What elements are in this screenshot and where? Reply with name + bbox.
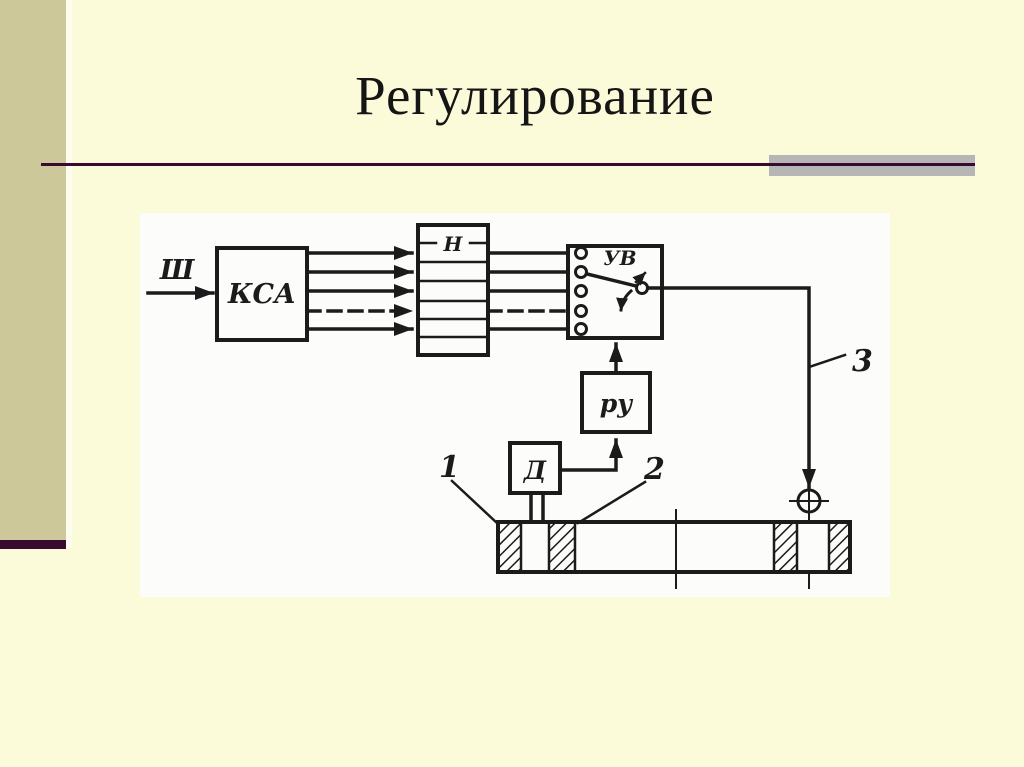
- callout-3: 3: [807, 344, 873, 379]
- callout-1-label: 1: [439, 450, 460, 485]
- n-to-uv-channels: [486, 251, 576, 331]
- hatched-section-1: [496, 520, 523, 574]
- callout-2-leader: [576, 480, 647, 525]
- ksa-to-n-channels: [305, 246, 414, 336]
- callout-1-leader: [450, 479, 499, 525]
- n-box: [416, 223, 490, 357]
- ksa-label: КСА: [227, 279, 296, 310]
- slide-title: Регулирование: [355, 65, 715, 126]
- uv-output-line: [646, 286, 816, 489]
- d-label: Д: [523, 456, 547, 485]
- rotation-arrow-icon: [616, 288, 634, 312]
- hatched-section-4: [827, 520, 852, 574]
- selector-wiper-contact: [635, 281, 649, 295]
- selector-arm-arrow-icon: [632, 271, 647, 286]
- ru-label: ру: [600, 389, 633, 418]
- d-to-ru-arrow: [558, 438, 623, 472]
- d-box: [508, 441, 562, 495]
- n-label: Н: [443, 232, 464, 256]
- uv-label: УВ: [603, 246, 636, 270]
- feedback-line: [646, 286, 816, 489]
- workpiece: [496, 509, 852, 589]
- ksa-box: [215, 246, 309, 342]
- uv-block: УВ: [566, 244, 664, 340]
- callout-2: 2: [576, 452, 665, 525]
- title-rule: [41, 163, 975, 166]
- callout-3-label: 3: [852, 344, 873, 379]
- left-accent-bar-footer: [0, 540, 66, 549]
- ru-box: [580, 371, 652, 434]
- input-signal-label: Ш: [159, 255, 196, 286]
- hatched-section-2: [547, 520, 577, 574]
- selector-contacts: [574, 246, 649, 336]
- input-signal: Ш: [146, 255, 215, 300]
- hatched-section-3: [772, 520, 799, 574]
- ksa-block: КСА: [215, 246, 309, 342]
- n-block: Н: [416, 223, 490, 357]
- selector-arm: [584, 271, 639, 289]
- callout-3-leader: [807, 353, 847, 369]
- ru-block: ру: [580, 342, 652, 434]
- control-diagram: Ш КСА: [146, 223, 873, 589]
- callout-1: 1: [439, 450, 499, 525]
- callout-2-label: 2: [643, 452, 665, 487]
- left-accent-bar-strip: [66, 0, 72, 548]
- diagram-panel: Ш КСА: [140, 213, 890, 597]
- left-accent-bar: [0, 0, 66, 540]
